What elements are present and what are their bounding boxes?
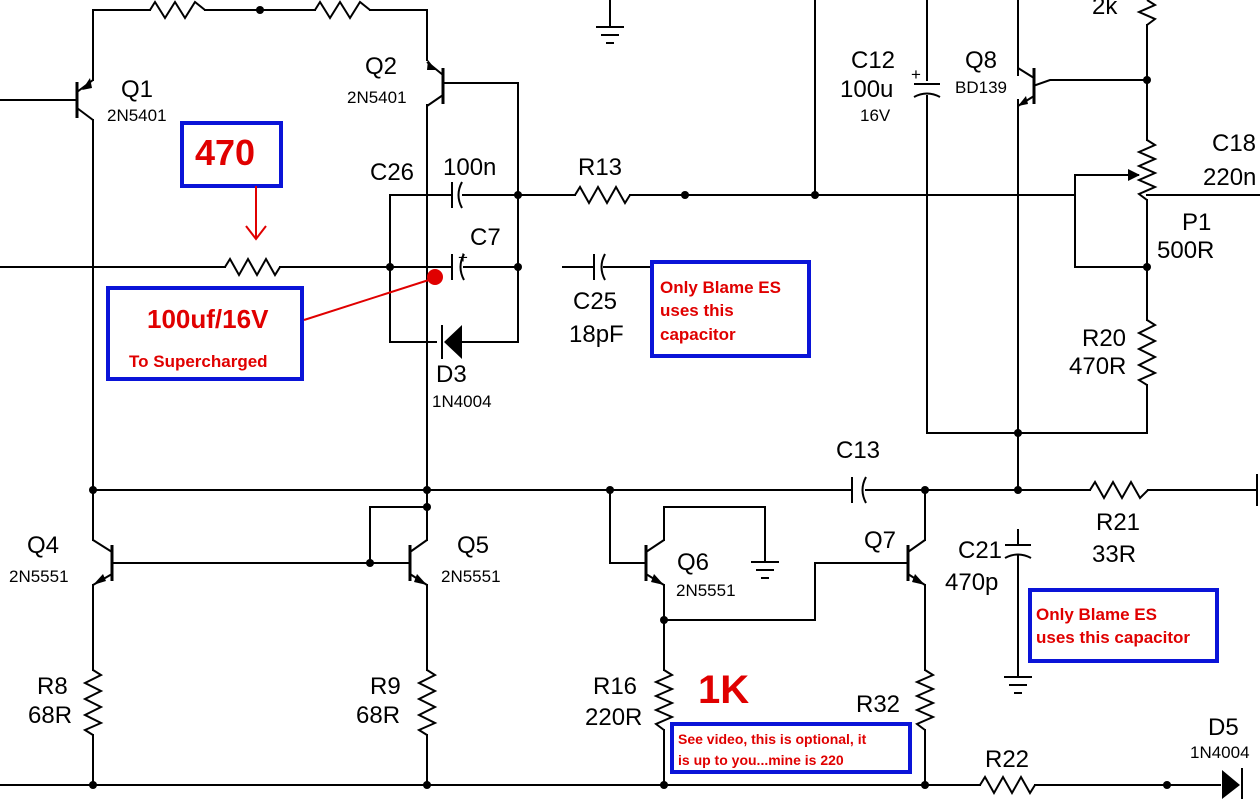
q7-name: Q7 bbox=[864, 527, 896, 554]
r9-symbol bbox=[416, 669, 438, 736]
r16-value: 220R bbox=[585, 704, 642, 731]
c7-note-box bbox=[106, 286, 304, 381]
r20-symbol bbox=[1136, 319, 1158, 386]
r16-note-line1: See video, this is optional, it bbox=[678, 731, 867, 747]
q2-name: Q2 bbox=[365, 53, 397, 80]
c21-name: C21 bbox=[958, 537, 1002, 564]
c13-name: C13 bbox=[836, 437, 880, 464]
r16-name: R16 bbox=[593, 673, 637, 700]
c21-note-box bbox=[1028, 588, 1219, 663]
q2-part: 2N5401 bbox=[347, 88, 407, 107]
c25-note-line3: capacitor bbox=[660, 325, 736, 344]
r470-note-text: 470 bbox=[195, 132, 255, 173]
q5-name: Q5 bbox=[457, 532, 489, 559]
r22-symbol bbox=[979, 774, 1036, 796]
p1-wiper-arrow bbox=[1128, 169, 1140, 181]
r-top-left-symbol bbox=[149, 0, 206, 20]
c12-name: C12 bbox=[851, 47, 895, 74]
r8-value: 68R bbox=[28, 702, 72, 729]
ground-icon bbox=[596, 26, 624, 44]
q4-part: 2N5551 bbox=[9, 567, 69, 586]
c25-value: 18pF bbox=[569, 321, 624, 348]
c25-name: C25 bbox=[573, 288, 617, 315]
c21-note-line1: Only Blame ES bbox=[1036, 605, 1157, 624]
p1-name: P1 bbox=[1182, 209, 1211, 236]
d5-symbol bbox=[1222, 770, 1240, 799]
c12-rating: 16V bbox=[860, 106, 891, 125]
r22-name: R22 bbox=[985, 746, 1029, 773]
r9-value: 68R bbox=[356, 702, 400, 729]
c18-name: C18 bbox=[1212, 130, 1256, 157]
r32-symbol bbox=[914, 669, 936, 731]
c7-note-line1: 100uf/16V bbox=[147, 304, 269, 334]
r16-symbol bbox=[653, 669, 675, 731]
r470-symbol bbox=[224, 256, 281, 278]
c18-value: 220n bbox=[1203, 164, 1256, 191]
c7-pointer-line bbox=[303, 277, 436, 321]
r8-name: R8 bbox=[37, 673, 68, 700]
q6-name: Q6 bbox=[677, 549, 709, 576]
r20-value: 470R bbox=[1069, 353, 1126, 380]
c12-polarity: + bbox=[911, 65, 921, 84]
r21-name: R21 bbox=[1096, 509, 1140, 536]
c12-value: 100u bbox=[840, 76, 893, 103]
c7-name: C7 bbox=[470, 224, 501, 251]
r16-value-note: 1K bbox=[698, 668, 749, 712]
r-top-value: 2k bbox=[1092, 0, 1118, 20]
c26-value: 100n bbox=[443, 154, 496, 181]
capacitors bbox=[451, 83, 1032, 559]
p1-value: 500R bbox=[1157, 237, 1214, 264]
ground-icon bbox=[1004, 676, 1032, 694]
c7-pointer-dot bbox=[427, 269, 443, 285]
junctions bbox=[89, 6, 1171, 789]
q1-name: Q1 bbox=[121, 76, 153, 103]
q8-name: Q8 bbox=[965, 47, 997, 74]
ground-icon bbox=[751, 561, 779, 579]
r13-symbol bbox=[574, 184, 631, 206]
q6-part: 2N5551 bbox=[676, 581, 736, 600]
p1-symbol bbox=[1136, 139, 1158, 201]
q8-part: BD139 bbox=[955, 78, 1007, 97]
annotations: 470 100uf/16V To Supercharged Only Blame… bbox=[106, 121, 1219, 774]
c7-note-line2: To Supercharged bbox=[129, 352, 268, 371]
d3-part: 1N4004 bbox=[432, 392, 492, 411]
d5-name: D5 bbox=[1208, 714, 1239, 741]
r13-name: R13 bbox=[578, 154, 622, 181]
d5-part: 1N4004 bbox=[1190, 743, 1250, 762]
q4-name: Q4 bbox=[27, 532, 59, 559]
d3-name: D3 bbox=[436, 361, 467, 388]
q5-part: 2N5551 bbox=[441, 567, 501, 586]
r32-name: R32 bbox=[856, 691, 900, 718]
c21-value: 470p bbox=[945, 569, 998, 596]
c21-note-line2: uses this capacitor bbox=[1036, 628, 1190, 647]
c7-polarity: + bbox=[458, 248, 468, 267]
diodes bbox=[441, 325, 1243, 799]
r9-name: R9 bbox=[370, 673, 401, 700]
d3-symbol bbox=[444, 325, 462, 359]
c25-note-box bbox=[650, 260, 811, 358]
resistors bbox=[82, 0, 1158, 796]
ground-symbols bbox=[596, 26, 1032, 694]
c25-note-line2: uses this bbox=[660, 301, 734, 320]
r470-note-box bbox=[180, 121, 283, 188]
r21-value: 33R bbox=[1092, 541, 1136, 568]
r16-note-line2: is up to you...mine is 220 bbox=[678, 752, 844, 768]
r21-symbol bbox=[1089, 479, 1149, 501]
component-labels: Q1 2N5401 Q2 2N5401 C26 100n C7 + R13 C2… bbox=[9, 0, 1256, 773]
r8-symbol bbox=[82, 669, 104, 736]
r20-name: R20 bbox=[1082, 325, 1126, 352]
q1-part: 2N5401 bbox=[107, 106, 167, 125]
c25-note-line1: Only Blame ES bbox=[660, 278, 781, 297]
transistors bbox=[75, 60, 1036, 586]
down-arrow-icon bbox=[245, 186, 267, 241]
r2k-symbol bbox=[1136, 0, 1158, 26]
r16-note-box bbox=[670, 722, 912, 774]
r-top-right-symbol bbox=[314, 0, 371, 20]
c26-name: C26 bbox=[370, 159, 414, 186]
